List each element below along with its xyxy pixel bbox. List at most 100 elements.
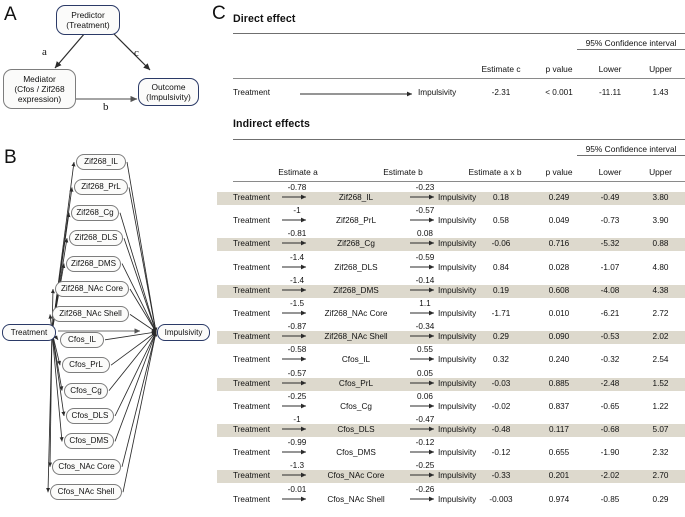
row-estimate-a: -1 [293,415,301,424]
row-upper: 2.72 [652,309,669,318]
row-lower: -1.90 [600,448,620,458]
row-estimate-a: -0.81 [287,229,307,239]
row-from: Treatment [233,262,271,272]
edge-treatment-to-mediator [51,331,66,417]
row-lower: -6.21 [600,309,620,318]
row-highlight [217,470,685,484]
row-estimate-a: -1.4 [289,275,305,285]
row-arrow-a [282,380,307,385]
row-highlight [217,377,685,391]
row-estimate-axb: 0.18 [493,193,509,202]
row-mediator: Cfos_DMS [336,448,376,458]
row-arrow-b [410,472,435,478]
node-predictor-line1: Predictor [71,9,105,20]
edge-mediator-to-impulsivity [128,187,158,333]
edge-mediator-to-impulsivity [123,238,157,333]
row-mediator: Zif268_Cg [337,239,375,249]
row-arrow-a [282,264,307,269]
row-p-value: 0.090 [548,332,570,342]
row-estimate-b: -0.14 [415,275,435,285]
mediator-node-zif268-dms[interactable]: Zif268_DMS [66,255,121,272]
edge-treatment-to-mediator [46,331,53,493]
node-treatment[interactable]: Treatment [2,324,56,341]
row-p-value: 0.049 [548,216,570,226]
node-impulsivity[interactable]: Impulsivity [157,324,210,341]
row-p-value: 0.117 [549,425,569,434]
mediator-node-cfos-dls[interactable]: Cfos_DLS [66,408,114,424]
row-arrow-a [282,240,307,246]
edge-mediator-to-impulsivity [114,331,157,442]
row-estimate-axb: -0.003 [489,494,513,504]
mediator-node-zif268-prl[interactable]: Zif268_PrL [74,179,128,196]
row-p-value: 0.885 [548,378,570,388]
row-highlight [217,238,685,252]
node-predictor[interactable]: Predictor (Treatment) [56,5,120,35]
panel-c: C Direct effect 95% Confidence interval … [212,0,685,517]
row-p-value: 0.974 [548,494,570,504]
mediator-node-label: Zif268_DMS [71,258,116,268]
row-lower: -0.53 [600,332,620,342]
panel-b: B Treatment Impulsivity Zif268_IL Zif268_… [0,140,212,517]
mediator-node-cfos-dms[interactable]: Cfos_DMS [64,433,114,450]
row-arrow-a [282,449,307,455]
node-outcome[interactable]: Outcome (Impulsivity) [138,78,199,106]
row-arrow-a [282,403,307,409]
row-to: Impulsivity [438,401,477,411]
mediator-node-label: Cfos_DMS [69,436,109,446]
row-estimate-a: -0.58 [287,345,307,355]
row-estimate-b: 0.05 [417,368,433,378]
mediator-node-cfos-nac-core[interactable]: Cfos_NAc Core [52,458,121,475]
node-mediator[interactable]: Mediator (Cfos / Zif268 expression) [3,69,76,109]
row-from: Treatment [233,355,271,365]
mediator-node-label: Cfos_Cg [70,385,102,395]
edge-label-a: a [42,46,47,58]
row-upper: 3.90 [652,216,669,226]
row-to: Impulsivity [438,285,477,295]
edge-mediator-to-impulsivity [126,161,158,333]
mediator-node-cfos-prl[interactable]: Cfos_PrL [62,357,110,374]
row-estimate-b: 1.1 [419,299,431,308]
mediator-node-zif268-il[interactable]: Zif268_IL [76,154,126,170]
mediator-node-label: Zif268_IL [84,157,118,167]
row-mediator: Zif268_PrL [335,216,377,226]
row-to: Impulsivity [438,239,477,249]
node-mediator-line3: expression) [17,94,62,105]
row-lower: -0.85 [600,494,620,504]
row-estimate-axb: 0.84 [493,262,509,272]
row-arrow-a [282,496,307,501]
mediator-node-zif268-cg[interactable]: Zif268_Cg [71,204,119,221]
row-highlight [217,192,685,205]
row-lower: -2.48 [600,378,620,388]
indirect-col-upper: Upper [649,167,672,177]
row-arrow-b [410,287,435,293]
row-from: Treatment [233,494,271,504]
row-upper: 4.80 [652,262,669,272]
row-estimate-b: 0.08 [417,229,433,239]
mediator-node-zif268-dls[interactable]: Zif268_DLS [69,230,123,247]
row-p-value: 0.608 [548,285,570,295]
row-p-value: 0.028 [548,262,570,272]
mediator-node-cfos-cg[interactable]: Cfos_Cg [64,382,108,399]
arrow-c [112,32,151,71]
mediator-node-cfos-nac-shell[interactable]: Cfos_NAc Shell [50,484,122,501]
row-to: Impulsivity [438,425,477,434]
mediator-node-zif268-nac-shell[interactable]: Zif268_NAc Shell [52,306,129,323]
node-predictor-line2: (Treatment) [66,20,110,30]
mediator-node-label: Zif268_NAc Core [60,284,124,294]
direct-col-p-value: p value [545,64,573,74]
panel-b-letter: B [4,147,17,168]
row-arrow-b [410,240,435,246]
indirect-col-p-value: p value [545,167,573,177]
row-estimate-b: -0.23 [415,183,435,192]
row-from: Treatment [233,216,271,226]
row-from: Treatment [233,471,271,481]
mediator-node-zif268-nac-core[interactable]: Zif268_NAc Core [55,281,129,297]
mediator-node-cfos-il[interactable]: Cfos_IL [60,331,104,348]
row-estimate-axb: 0.19 [493,285,509,295]
